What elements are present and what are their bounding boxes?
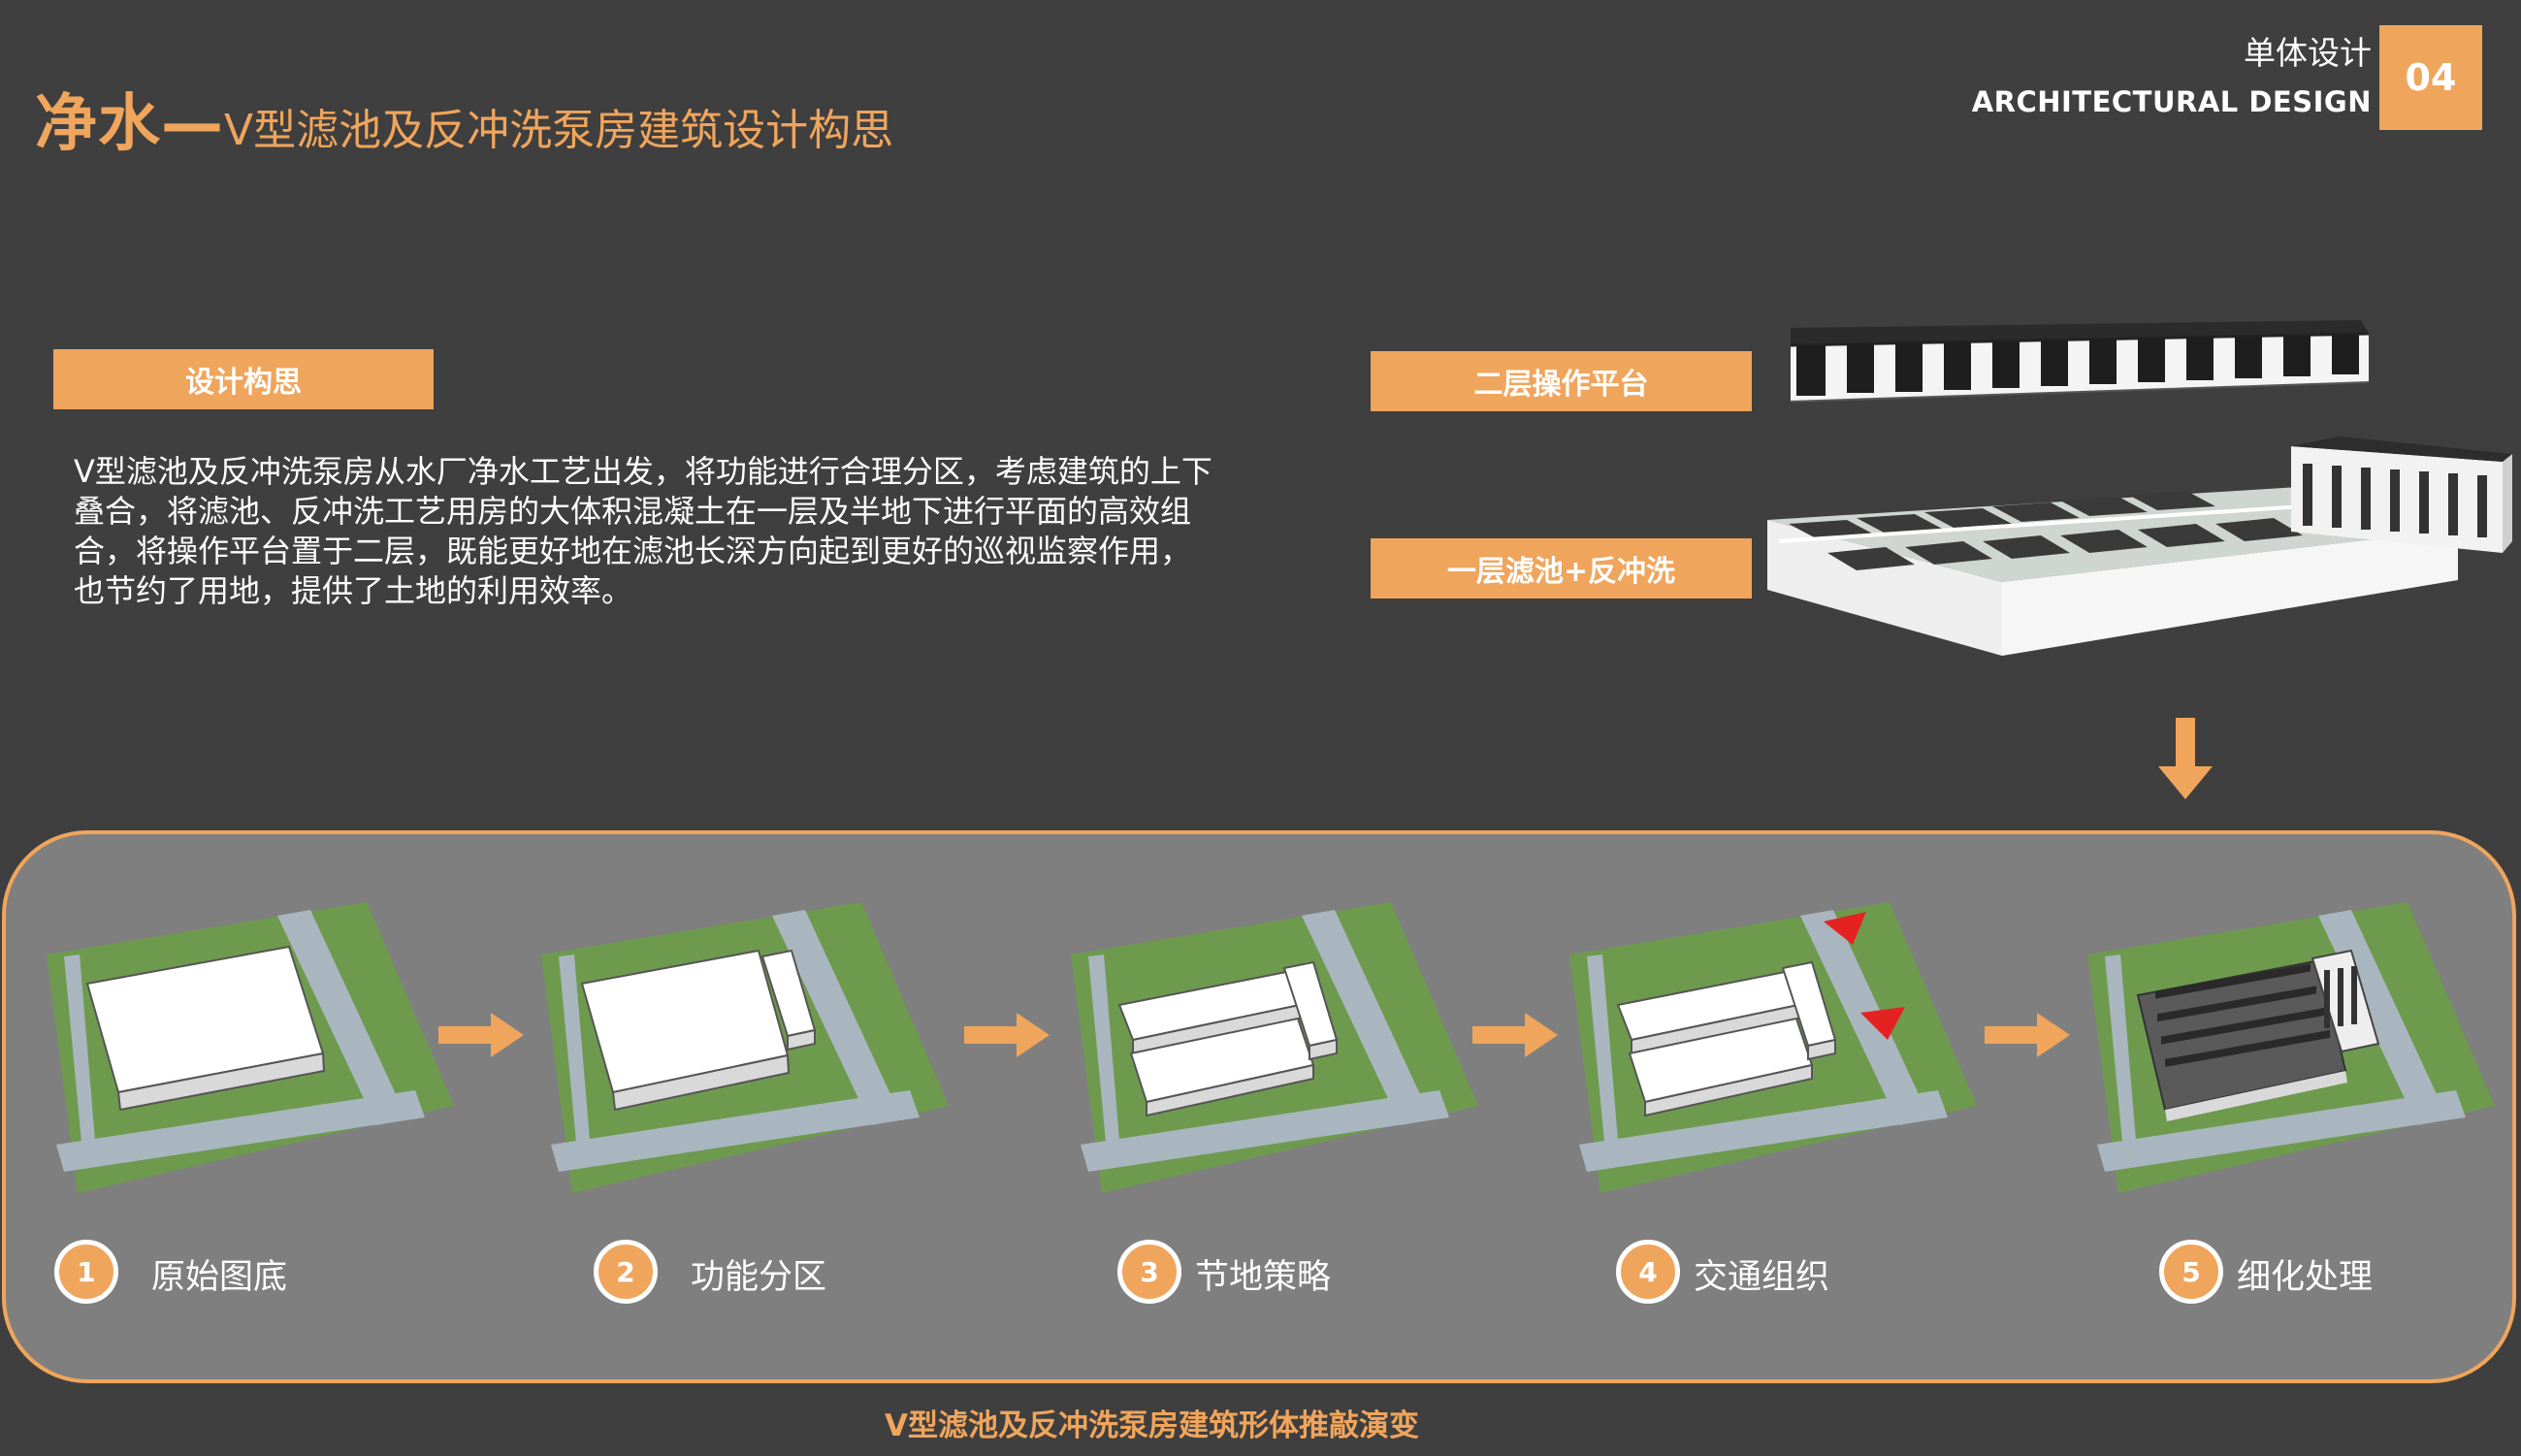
concept-tag: 设计构思 [53,349,434,409]
step-3-label: 节地策略 [1195,1258,1332,1297]
step-1-model [47,902,454,1193]
arrow-down-icon [2158,718,2213,799]
layer-tag-upper: 二层操作平台 [1371,351,1752,411]
title-sub: V型滤池及反冲洗泵房建筑设计构思 [224,106,894,155]
title-main: 净水— [35,88,224,160]
step-2-model [541,902,949,1193]
arrow-right-icon [964,1013,1050,1057]
evolution-caption: V型滤池及反冲洗泵房建筑形体推敲演变 [885,1408,1419,1443]
section-label: 单体设计 [2244,34,2372,72]
arrow-right-icon [438,1013,524,1057]
page-title: 净水—V型滤池及反冲洗泵房建筑设计构思 [35,74,893,163]
step-5-label: 细化处理 [2237,1258,2374,1297]
concept-text: V型滤池及反冲洗泵房从水厂净水工艺出发，将功能进行合理分区，考虑建筑的上下叠合，… [74,453,1212,609]
step-3-model [1071,902,1478,1193]
operation-platform-render [1790,320,2370,403]
layer-tag-lower: 一层滤池+反冲洗 [1371,538,1752,599]
step-3-number: 3 [1117,1240,1181,1304]
arrow-right-icon [1985,1013,2070,1057]
step-2-label: 功能分区 [691,1258,827,1297]
step-4-label: 交通组织 [1694,1258,1830,1297]
step-1-label: 原始图底 [151,1258,288,1297]
step-5-number: 5 [2159,1240,2223,1304]
step-4-model [1569,902,1977,1193]
entrance-marker-icon [1824,912,1866,945]
step-1-number: 1 [54,1240,118,1304]
arrow-right-icon [1472,1013,1558,1057]
section-english: ARCHITECTURAL DESIGN [1971,85,2372,118]
entrance-marker-icon [1860,1007,1905,1040]
section-number-badge: 04 [2379,25,2482,130]
step-2-number: 2 [594,1240,658,1304]
step-5-model [2087,902,2495,1193]
step-4-number: 4 [1616,1240,1680,1304]
filter-pool-render [1767,437,2512,656]
